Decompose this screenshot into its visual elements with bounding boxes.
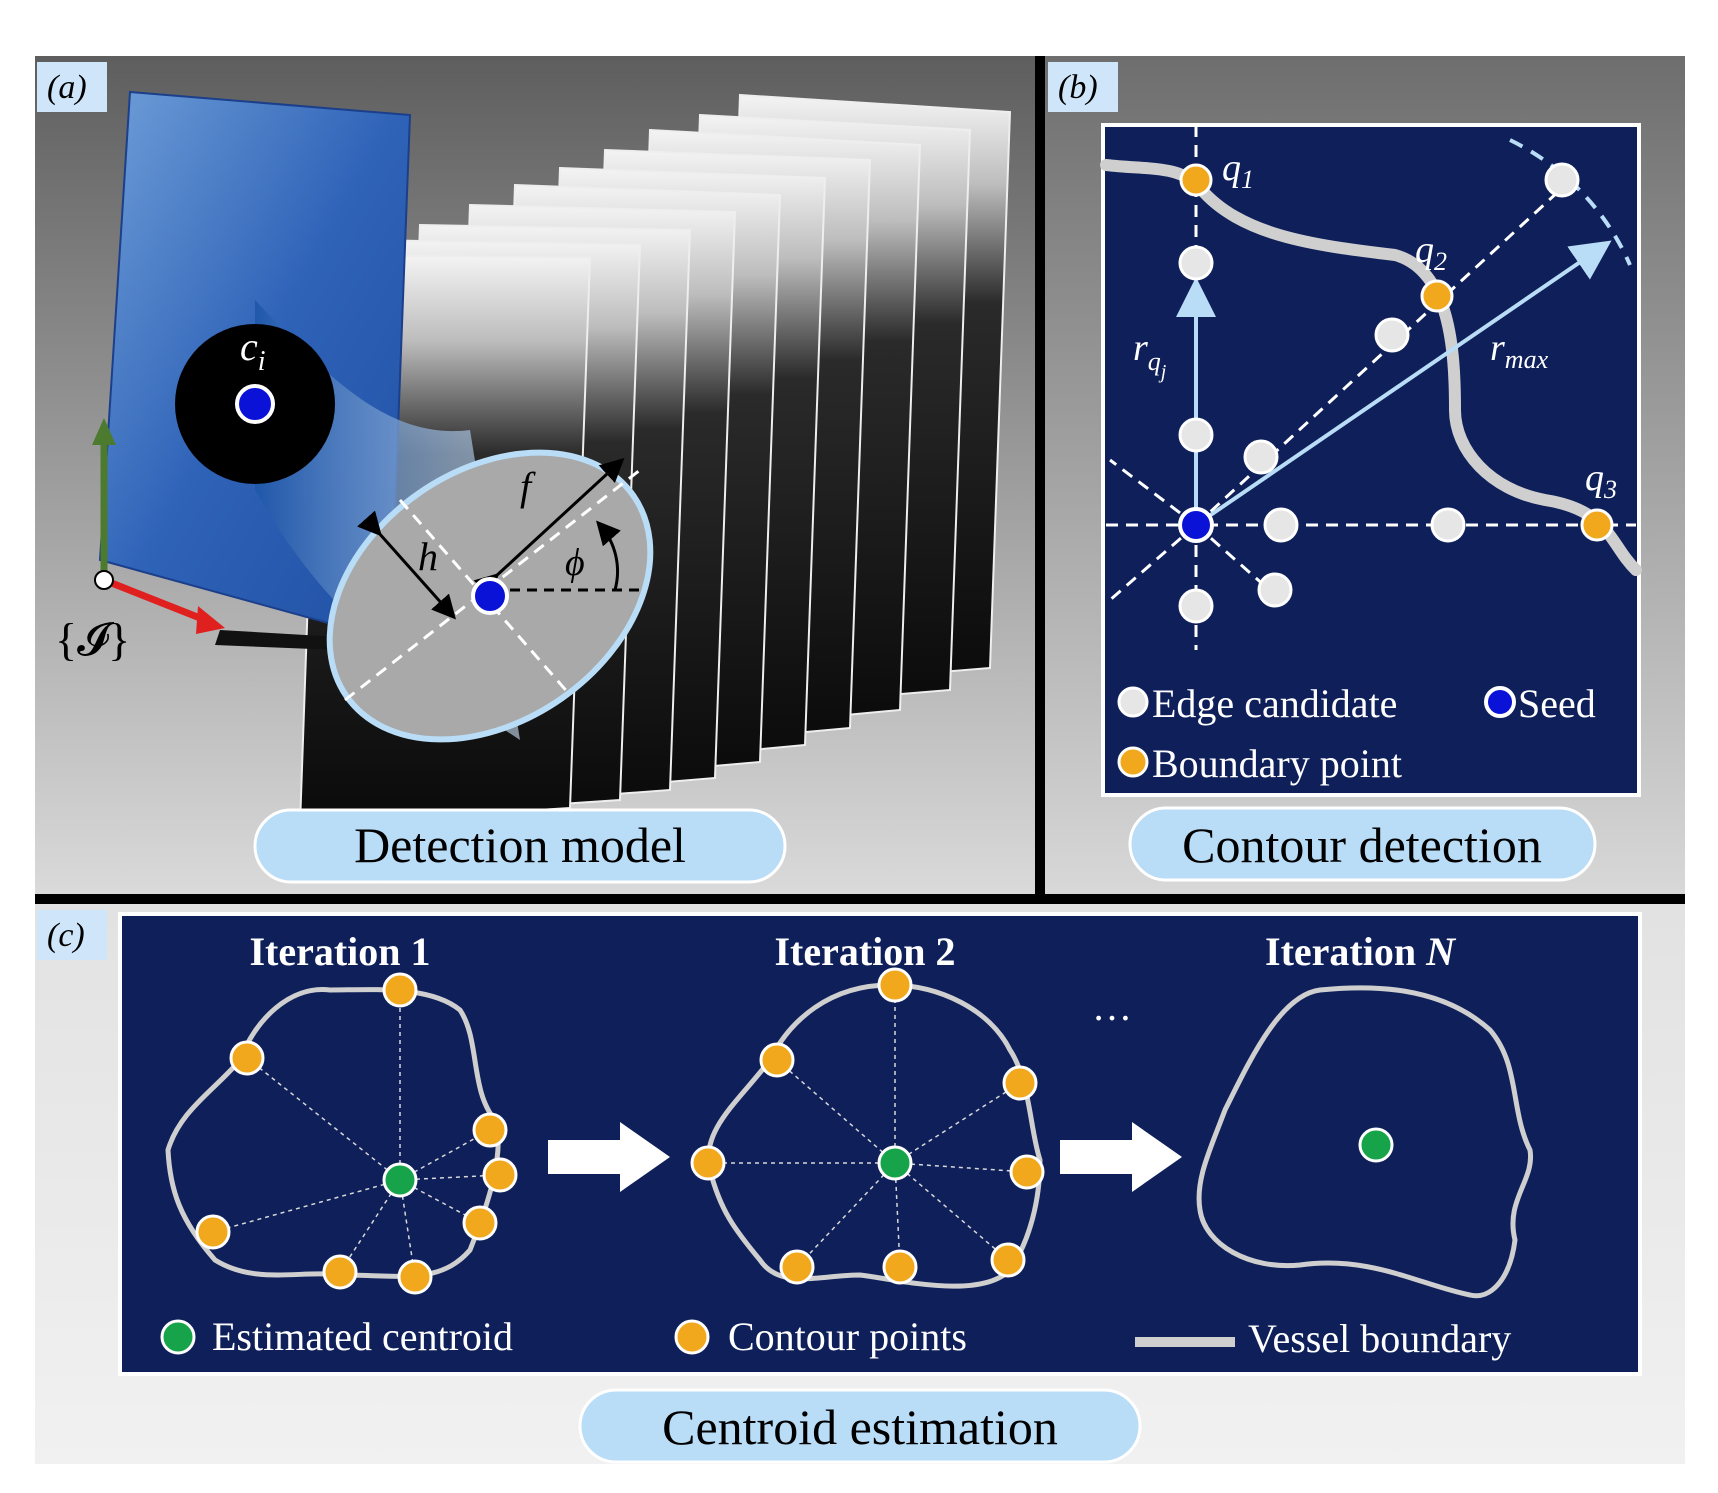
legend-seed-label: Seed: [1518, 681, 1596, 726]
centroid-label: ci: [240, 324, 266, 377]
panel-b-caption: Contour detection: [1182, 817, 1542, 873]
legend-boundary-label: Boundary point: [1152, 741, 1402, 786]
iteration-1-centroid: [382, 1162, 418, 1198]
panel-b-tag: (b): [1058, 69, 1098, 106]
iteration-n-boundary: [1196, 985, 1534, 1299]
q1-label: q1: [1222, 147, 1254, 194]
vertical-divider: [1035, 56, 1045, 894]
iteration-1-title: Iteration 1: [249, 929, 430, 974]
q3-label: q3: [1585, 457, 1617, 504]
contour-detection-box: [1101, 123, 1641, 797]
legend-centroid-label: Estimated centroid: [212, 1314, 513, 1359]
legend-edge-label: Edge candidate: [1152, 681, 1397, 726]
centroid-dot: [235, 384, 275, 424]
iteration-1-contour-points: [195, 972, 518, 1295]
panel-c-legend: Estimated centroid Contour points Vessel…: [160, 1314, 1511, 1361]
label-h: h: [418, 534, 438, 579]
q2-label: q2: [1415, 229, 1447, 276]
h-arrow: [357, 510, 456, 620]
label-phi: ϕ: [565, 542, 585, 584]
panel-b-caption-pill: [1128, 806, 1597, 882]
ellipse-model: f h ϕ: [326, 449, 654, 743]
rmax-label: rmax: [1490, 327, 1549, 374]
panel-c-caption-pill: [578, 1388, 1142, 1464]
legend-contour-icon: [674, 1319, 710, 1355]
legend-edge-icon: [1117, 686, 1149, 718]
iteration-n-title: Iteration N: [1265, 929, 1457, 974]
legend-centroid-icon: [160, 1319, 196, 1355]
iteration-n-centroid: [1358, 1127, 1394, 1163]
panel-c-caption: Centroid estimation: [662, 1399, 1058, 1455]
iteration-1-diagram: [165, 972, 518, 1295]
panel-a-caption-pill: [253, 808, 787, 884]
ellipsis: …: [1092, 984, 1132, 1029]
rq-label: rqj: [1133, 327, 1167, 383]
image-frame-axes: {𝓘}: [55, 418, 225, 665]
panel-c: Iteration 1 Iteration 2 Iteration N …: [35, 904, 1685, 1464]
boundary-points: [1179, 163, 1614, 542]
iteration-2-title: Iteration 2: [774, 929, 955, 974]
panel-c-tag: (c): [47, 917, 85, 954]
rmax-arc: [1509, 138, 1632, 266]
horizontal-divider: [35, 894, 1685, 904]
seed-dot: [1178, 507, 1214, 543]
legend-contour-label: Contour points: [728, 1314, 967, 1359]
iteration-2-centroid: [877, 1145, 913, 1181]
ellipse-center-dot: [471, 577, 509, 615]
panel-a-tag: (a): [47, 69, 87, 106]
legend-boundary-icon: [1117, 746, 1149, 778]
edge-candidates: [1178, 162, 1580, 624]
legend-boundary-label: Vessel boundary: [1248, 1316, 1511, 1361]
panel-b: q1 q2 q3 rqj rmax Edge candidate Seed Bo…: [1045, 56, 1685, 894]
iteration-n-diagram: [1196, 985, 1534, 1299]
rmax-arrow: [1194, 240, 1612, 527]
frame-label: {𝓘}: [55, 614, 130, 665]
f-arrow: [473, 457, 625, 599]
next-iteration-arrow-1: [548, 1122, 670, 1192]
next-iteration-arrow-2: [1060, 1122, 1182, 1192]
panel-c-tag-box: [37, 910, 107, 960]
iteration-2-diagram: [690, 967, 1045, 1289]
panel-a-caption: Detection model: [354, 817, 686, 873]
phi-arc: [596, 520, 621, 591]
iteration-2-contour-points: [690, 967, 1045, 1285]
panel-a-tag-box: [37, 62, 107, 112]
legend-seed-icon: [1484, 686, 1516, 718]
panel-b-tag-box: [1048, 62, 1118, 112]
panel-a: ci f h ϕ {𝓘} (a): [35, 56, 1035, 894]
panel-b-legend: Edge candidate Seed Boundary point: [1117, 681, 1596, 786]
iteration-1-boundary: [165, 987, 501, 1279]
